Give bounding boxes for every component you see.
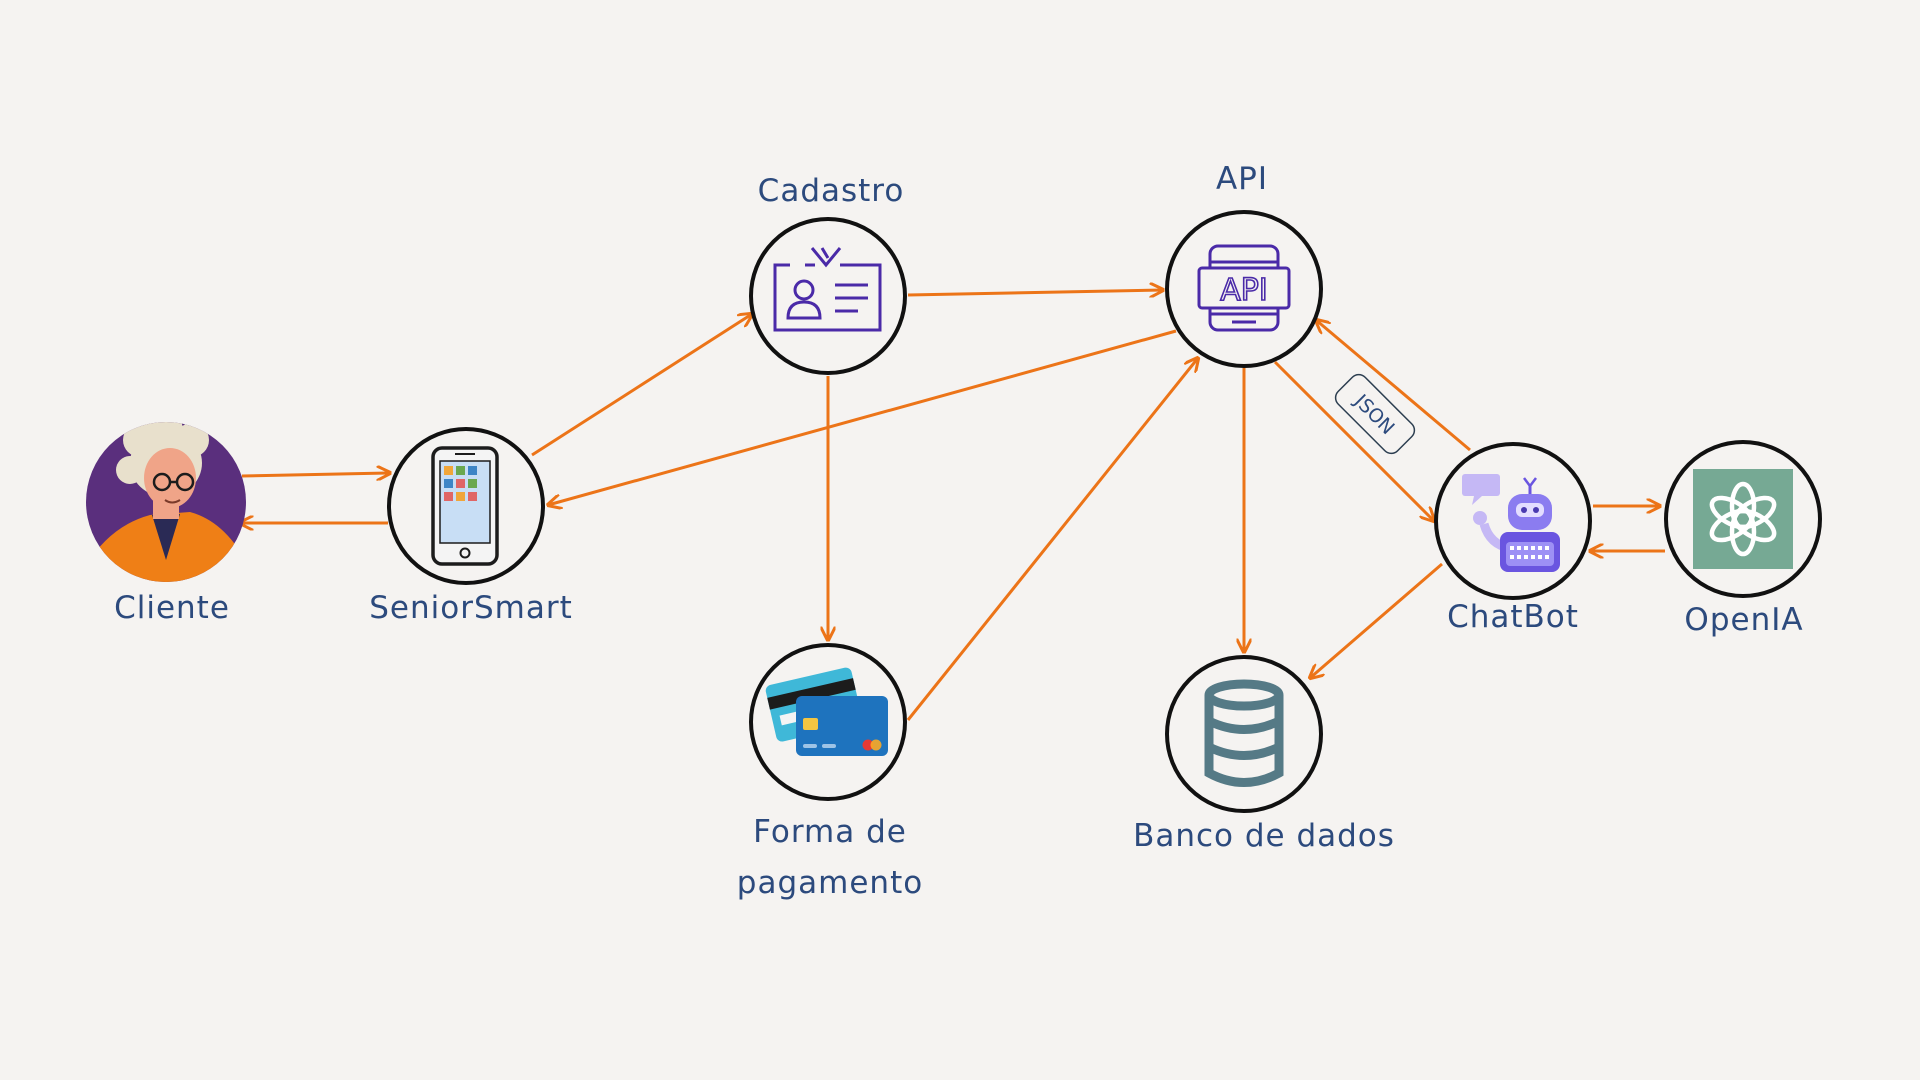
edge-cadastro-to-api — [907, 290, 1163, 295]
openai-logo-icon — [1693, 469, 1793, 569]
edges — [240, 290, 1665, 721]
edge-label-json: JSON — [1334, 373, 1416, 455]
smartphone-icon — [431, 446, 499, 566]
node-cadastro[interactable] — [749, 217, 907, 375]
edge-chatbot-to-banco — [1310, 562, 1443, 678]
node-openia[interactable] — [1664, 440, 1822, 598]
database-icon — [1204, 679, 1284, 787]
label-seniorsmart: SeniorSmart — [369, 590, 573, 626]
node-api[interactable]: API — [1165, 210, 1323, 368]
edge-cliente-to-seniorsmart — [241, 473, 390, 476]
svg-text:API: API — [1220, 273, 1267, 308]
id-card-icon — [773, 247, 882, 332]
label-banco: Banco de dados — [1133, 818, 1395, 854]
edge-pagamento-to-api — [906, 358, 1198, 721]
node-chatbot[interactable] — [1434, 442, 1592, 600]
node-seniorsmart[interactable] — [387, 427, 545, 585]
label-pagamento: Forma de pagamento — [736, 814, 924, 901]
label-chatbot: ChatBot — [1447, 599, 1579, 635]
edge-seniorsmart-to-cadastro — [531, 314, 752, 457]
node-pagamento[interactable] — [749, 643, 907, 801]
edge-api-to-chatbot — [1273, 360, 1434, 521]
label-cadastro: Cadastro — [757, 173, 905, 209]
label-cliente: Cliente — [114, 590, 230, 626]
label-api: API — [1215, 161, 1269, 197]
api-icon: API — [1197, 244, 1291, 332]
node-cliente[interactable] — [70, 411, 262, 600]
edge-api-to-seniorsmart — [548, 329, 1177, 505]
robot-icon — [1462, 474, 1560, 572]
label-openia: OpenIA — [1684, 602, 1804, 638]
credit-cards-icon — [765, 667, 888, 756]
edge-chatbot-to-api — [1316, 320, 1471, 452]
node-banco[interactable] — [1165, 655, 1323, 813]
